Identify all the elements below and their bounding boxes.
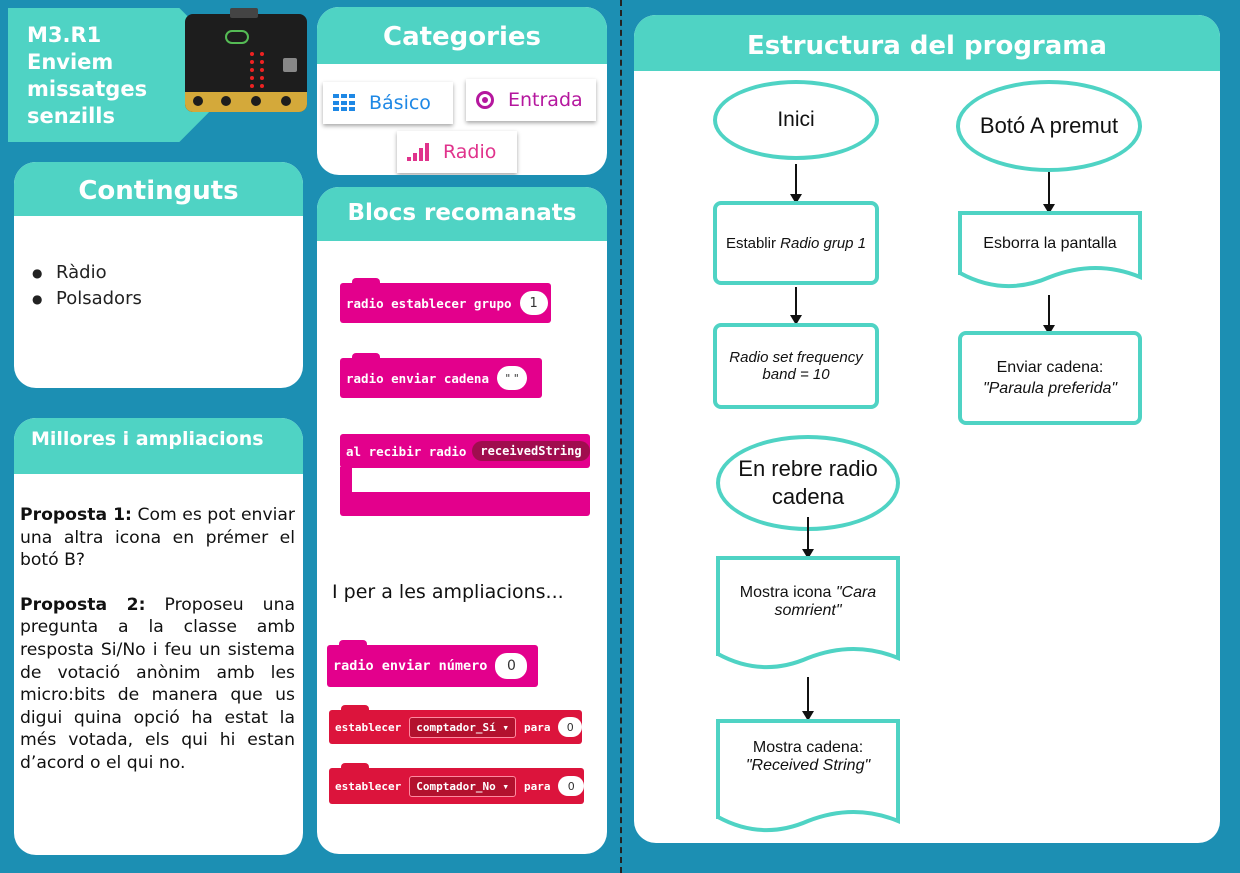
flow-set-group-node: Establir Radio grup 1 (713, 201, 879, 285)
dropdown-value: comptador_Sí (416, 720, 496, 734)
proposal-label: Proposta 1: (20, 505, 132, 525)
set-counter-si-block[interactable]: establecer comptador_Sí ▾ para 0 (329, 705, 582, 744)
caret-down-icon: ▾ (502, 779, 509, 793)
dashed-divider (620, 0, 622, 873)
block-variable[interactable]: receivedString (472, 441, 590, 461)
radio-set-group-block[interactable]: radio establecer grupo 1 (340, 278, 551, 323)
category-label: Entrada (508, 89, 583, 111)
block-value[interactable]: 0 (558, 717, 582, 737)
flow-arrow (1043, 172, 1055, 214)
proposal-text: Proposeu una pregunta a la classe amb re… (20, 594, 296, 773)
signal-bars-icon (407, 143, 429, 161)
flow-arrow (790, 287, 802, 325)
node-text: En rebre radio cadena (738, 456, 878, 509)
recommended-blocks-card: Blocs recomanats radio establecer grupo … (317, 187, 607, 854)
improvements-card: Millores i ampliacions Proposta 1: Com e… (14, 418, 303, 855)
title-line: missatges (27, 77, 148, 101)
improvements-heading: Millores i ampliacions (14, 418, 303, 474)
contents-heading: Continguts (14, 162, 303, 216)
block-label: radio enviar número (333, 658, 488, 674)
category-label: Básico (369, 92, 431, 114)
proposal-1: Proposta 1: Com es pot enviar una altra … (20, 504, 295, 572)
flow-arrow (790, 164, 802, 204)
category-basico-button[interactable]: Básico (323, 82, 453, 124)
microbit-pins-icon (185, 92, 307, 112)
set-counter-no-block[interactable]: establecer Comptador_No ▾ para 0 (329, 763, 584, 804)
title-line: M3.R1 (27, 23, 102, 47)
block-label: para (523, 720, 551, 734)
flow-arrow (802, 517, 814, 559)
node-text: Esborra la pantalla (983, 235, 1117, 252)
block-value[interactable]: 1 (519, 291, 548, 315)
block-value[interactable]: 0 (495, 653, 528, 679)
list-item: Polsadors (32, 286, 303, 312)
category-label: Radio (443, 141, 497, 163)
block-value[interactable]: 0 (558, 776, 584, 796)
title-line: senzills (27, 104, 116, 128)
target-icon (476, 91, 494, 109)
flow-on-receive-node: En rebre radio cadena (716, 435, 900, 531)
microbit-leds-icon (247, 50, 269, 90)
proposal-2: Proposta 2: Proposeu una pregunta a la c… (20, 594, 295, 775)
node-text: Mostra cadena: "Received String" (745, 739, 871, 774)
list-item: Ràdio (32, 260, 303, 286)
microbit-button-b-icon (283, 58, 297, 72)
microbit-button-a-icon (225, 30, 249, 44)
flow-clear-screen-node: Esborra la pantalla (958, 211, 1142, 288)
node-text: Botó A premut (979, 113, 1119, 138)
node-text: Radio set frequency band = 10 (729, 349, 863, 383)
block-label: al recibir radio (346, 443, 467, 459)
extensions-label: I per a les ampliacions... (332, 581, 564, 603)
categories-card: Categories Básico Entrada Radio (317, 7, 607, 175)
node-text: Inici (777, 108, 815, 131)
blocks-heading: Blocs recomanats (317, 187, 607, 241)
variable-dropdown[interactable]: Comptador_No ▾ (409, 775, 516, 797)
block-label: radio enviar cadena (346, 370, 489, 386)
node-text: Mostra icona "Cara somrient" (739, 584, 877, 619)
category-entrada-button[interactable]: Entrada (466, 79, 596, 121)
block-value[interactable]: " " (497, 366, 527, 390)
grid-icon (333, 94, 355, 112)
block-label: establecer (335, 720, 402, 734)
doc-wave-shape (958, 263, 1142, 288)
radio-send-string-block[interactable]: radio enviar cadena " " (340, 353, 542, 398)
node-text: Enviar cadena: "Paraula preferida" (982, 359, 1118, 397)
flow-show-string-node: Mostra cadena: "Received String" (716, 719, 900, 832)
flow-arrow (802, 677, 814, 721)
flow-start-node: Inici (713, 80, 879, 160)
categories-heading: Categories (317, 7, 607, 64)
caret-down-icon: ▾ (502, 720, 509, 734)
title-line: Enviem (27, 50, 114, 74)
dropdown-value: Comptador_No (416, 779, 496, 793)
block-label: radio establecer grupo (346, 295, 512, 311)
block-label: para (523, 779, 551, 793)
flow-show-icon-node: Mostra icona "Cara somrient" (716, 556, 900, 669)
program-structure-card: Estructura del programa Inici Establir R… (634, 15, 1220, 843)
node-text: Establir Radio grup 1 (725, 234, 867, 252)
page-title: M3.R1 Enviem missatges senzills (27, 22, 147, 130)
contents-list: Ràdio Polsadors (32, 260, 303, 312)
doc-wave-shape (716, 807, 900, 832)
radio-on-receive-block[interactable]: al recibir radio receivedString (340, 434, 590, 516)
contents-card: Continguts Ràdio Polsadors (14, 162, 303, 388)
block-label: establecer (335, 779, 402, 793)
category-radio-button[interactable]: Radio (397, 131, 517, 173)
flow-send-string-node: Enviar cadena: "Paraula preferida" (958, 331, 1142, 425)
flow-arrow (1043, 295, 1055, 335)
flow-button-a-node: Botó A premut (956, 80, 1142, 172)
structure-heading: Estructura del programa (634, 15, 1220, 71)
proposal-text: Com es pot enviar una altra icona en pré… (20, 505, 295, 571)
doc-wave-shape (716, 644, 900, 669)
variable-dropdown[interactable]: comptador_Sí ▾ (409, 716, 516, 738)
proposal-label: Proposta 2: (20, 594, 146, 615)
flow-set-frequency-node: Radio set frequency band = 10 (713, 323, 879, 409)
radio-send-number-block[interactable]: radio enviar número 0 (327, 640, 538, 687)
microbit-image (185, 8, 307, 112)
